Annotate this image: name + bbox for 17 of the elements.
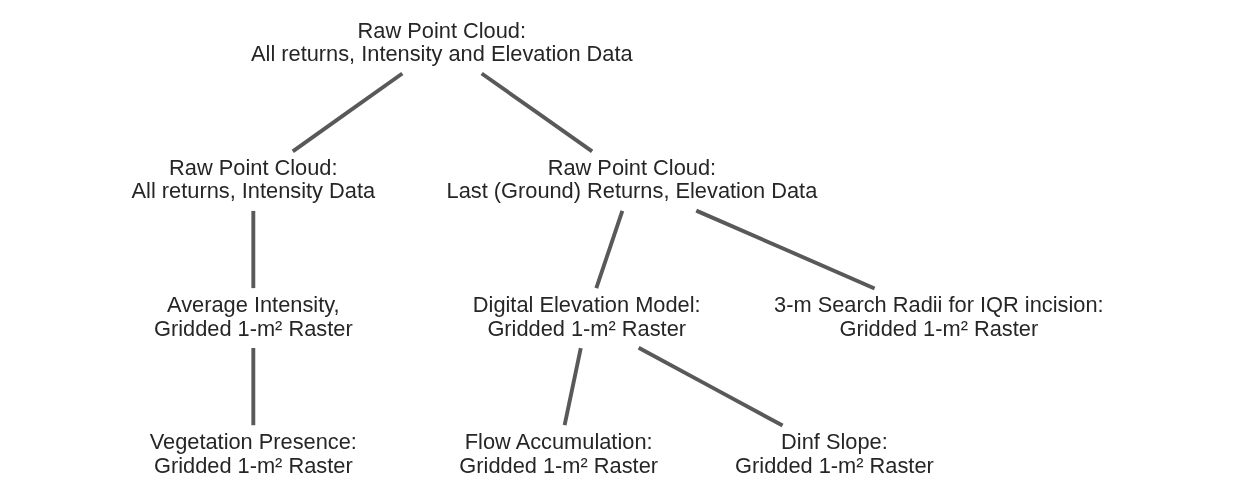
connector xyxy=(562,347,583,426)
connector xyxy=(695,208,876,291)
node-text: Flow Accumulation: Gridded 1-m² Raster xyxy=(459,429,659,478)
connector xyxy=(251,348,256,426)
node-text: Vegetation Presence: Gridded 1-m² Raster xyxy=(149,429,357,478)
connector xyxy=(480,71,594,153)
connector xyxy=(594,210,625,289)
connector xyxy=(637,346,784,428)
node-text: Raw Point Cloud: All returns, Intensity Data xyxy=(131,155,376,204)
node-text: Raw Point Cloud: Last (Ground) Returns, Elevation Data xyxy=(446,155,818,204)
node-text: Digital Elevation Model: Gridded 1-m² Raster xyxy=(472,292,701,341)
node-text: 3-m Search Radii for IQR incision: Gridded 1-m² Raster xyxy=(774,292,1104,341)
node-text: Average Intensity, Gridded 1-m² Raster xyxy=(153,292,353,341)
node-text: Dinf Slope: Gridded 1-m² Raster xyxy=(735,429,934,478)
node-text: Raw Point Cloud: All returns, Intensity and Elevation Data xyxy=(251,17,633,67)
connector xyxy=(251,210,256,289)
connector xyxy=(291,71,404,153)
